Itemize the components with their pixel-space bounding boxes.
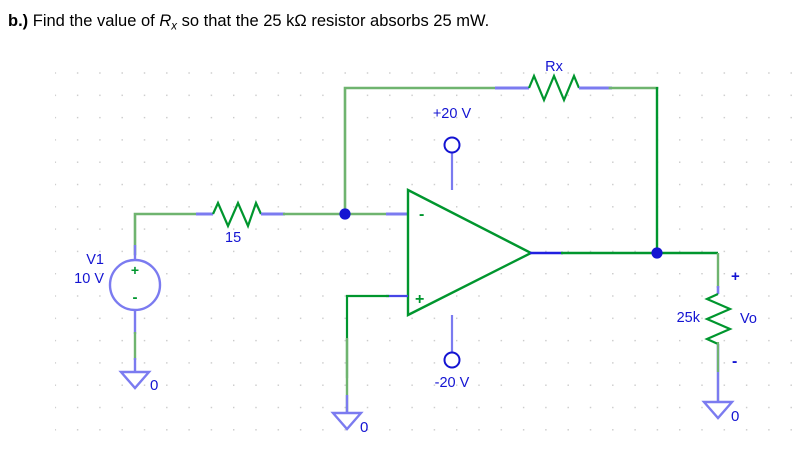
vo-plus-sign: + bbox=[731, 268, 740, 285]
opamp-noninverting-sign: + bbox=[415, 291, 424, 308]
resistor-25k-zigzag bbox=[704, 292, 733, 346]
wire-feedback-top-left bbox=[343, 86, 529, 216]
resistor-15-zigzag bbox=[211, 200, 263, 230]
symbol-subscript-x: x bbox=[171, 20, 178, 33]
wire-source-to-r15 bbox=[133, 212, 200, 256]
circuit-schematic: + - V1 10 V 0 - + +20 V -20 V bbox=[0, 42, 811, 459]
resistor-rx-label: Rx bbox=[545, 59, 563, 75]
source-plus-sign: + bbox=[131, 262, 139, 278]
resistor-rx-zigzag bbox=[527, 73, 581, 103]
supply-positive-label: +20 V bbox=[433, 106, 472, 122]
resistor-25k-label: 25k bbox=[677, 310, 701, 326]
terminal-supply-negative bbox=[443, 351, 461, 369]
opamp-inverting-sign: - bbox=[419, 206, 424, 223]
symbol-r: R bbox=[159, 12, 172, 30]
ground-source-icon bbox=[118, 370, 152, 390]
junction-output-node bbox=[651, 247, 663, 259]
question-text-after: so that the 25 kΩ resistor absorbs 25 mW… bbox=[177, 12, 490, 30]
question-prompt: b.) Find the value of Rx so that the 25 … bbox=[8, 6, 803, 36]
source-value-label: 10 V bbox=[74, 271, 104, 287]
source-ref-label: V1 bbox=[86, 252, 104, 268]
ground-load-icon bbox=[701, 400, 735, 420]
question-label: b.) bbox=[8, 12, 29, 30]
source-minus-sign: - bbox=[133, 289, 138, 306]
ground-noninverting-icon bbox=[330, 411, 364, 431]
vo-label: Vo bbox=[740, 311, 757, 327]
ground-load-label: 0 bbox=[731, 408, 739, 425]
terminal-supply-positive bbox=[443, 136, 461, 154]
question-text-before: Find the value of bbox=[28, 12, 160, 30]
opamp-body bbox=[406, 188, 534, 317]
junction-inverting-node bbox=[339, 208, 351, 220]
resistor-15-label: 15 bbox=[225, 230, 241, 246]
ground-noninverting-label: 0 bbox=[360, 419, 368, 436]
supply-negative-label: -20 V bbox=[435, 375, 470, 391]
vo-minus-sign: - bbox=[732, 353, 737, 370]
ground-source-label: 0 bbox=[150, 377, 158, 394]
